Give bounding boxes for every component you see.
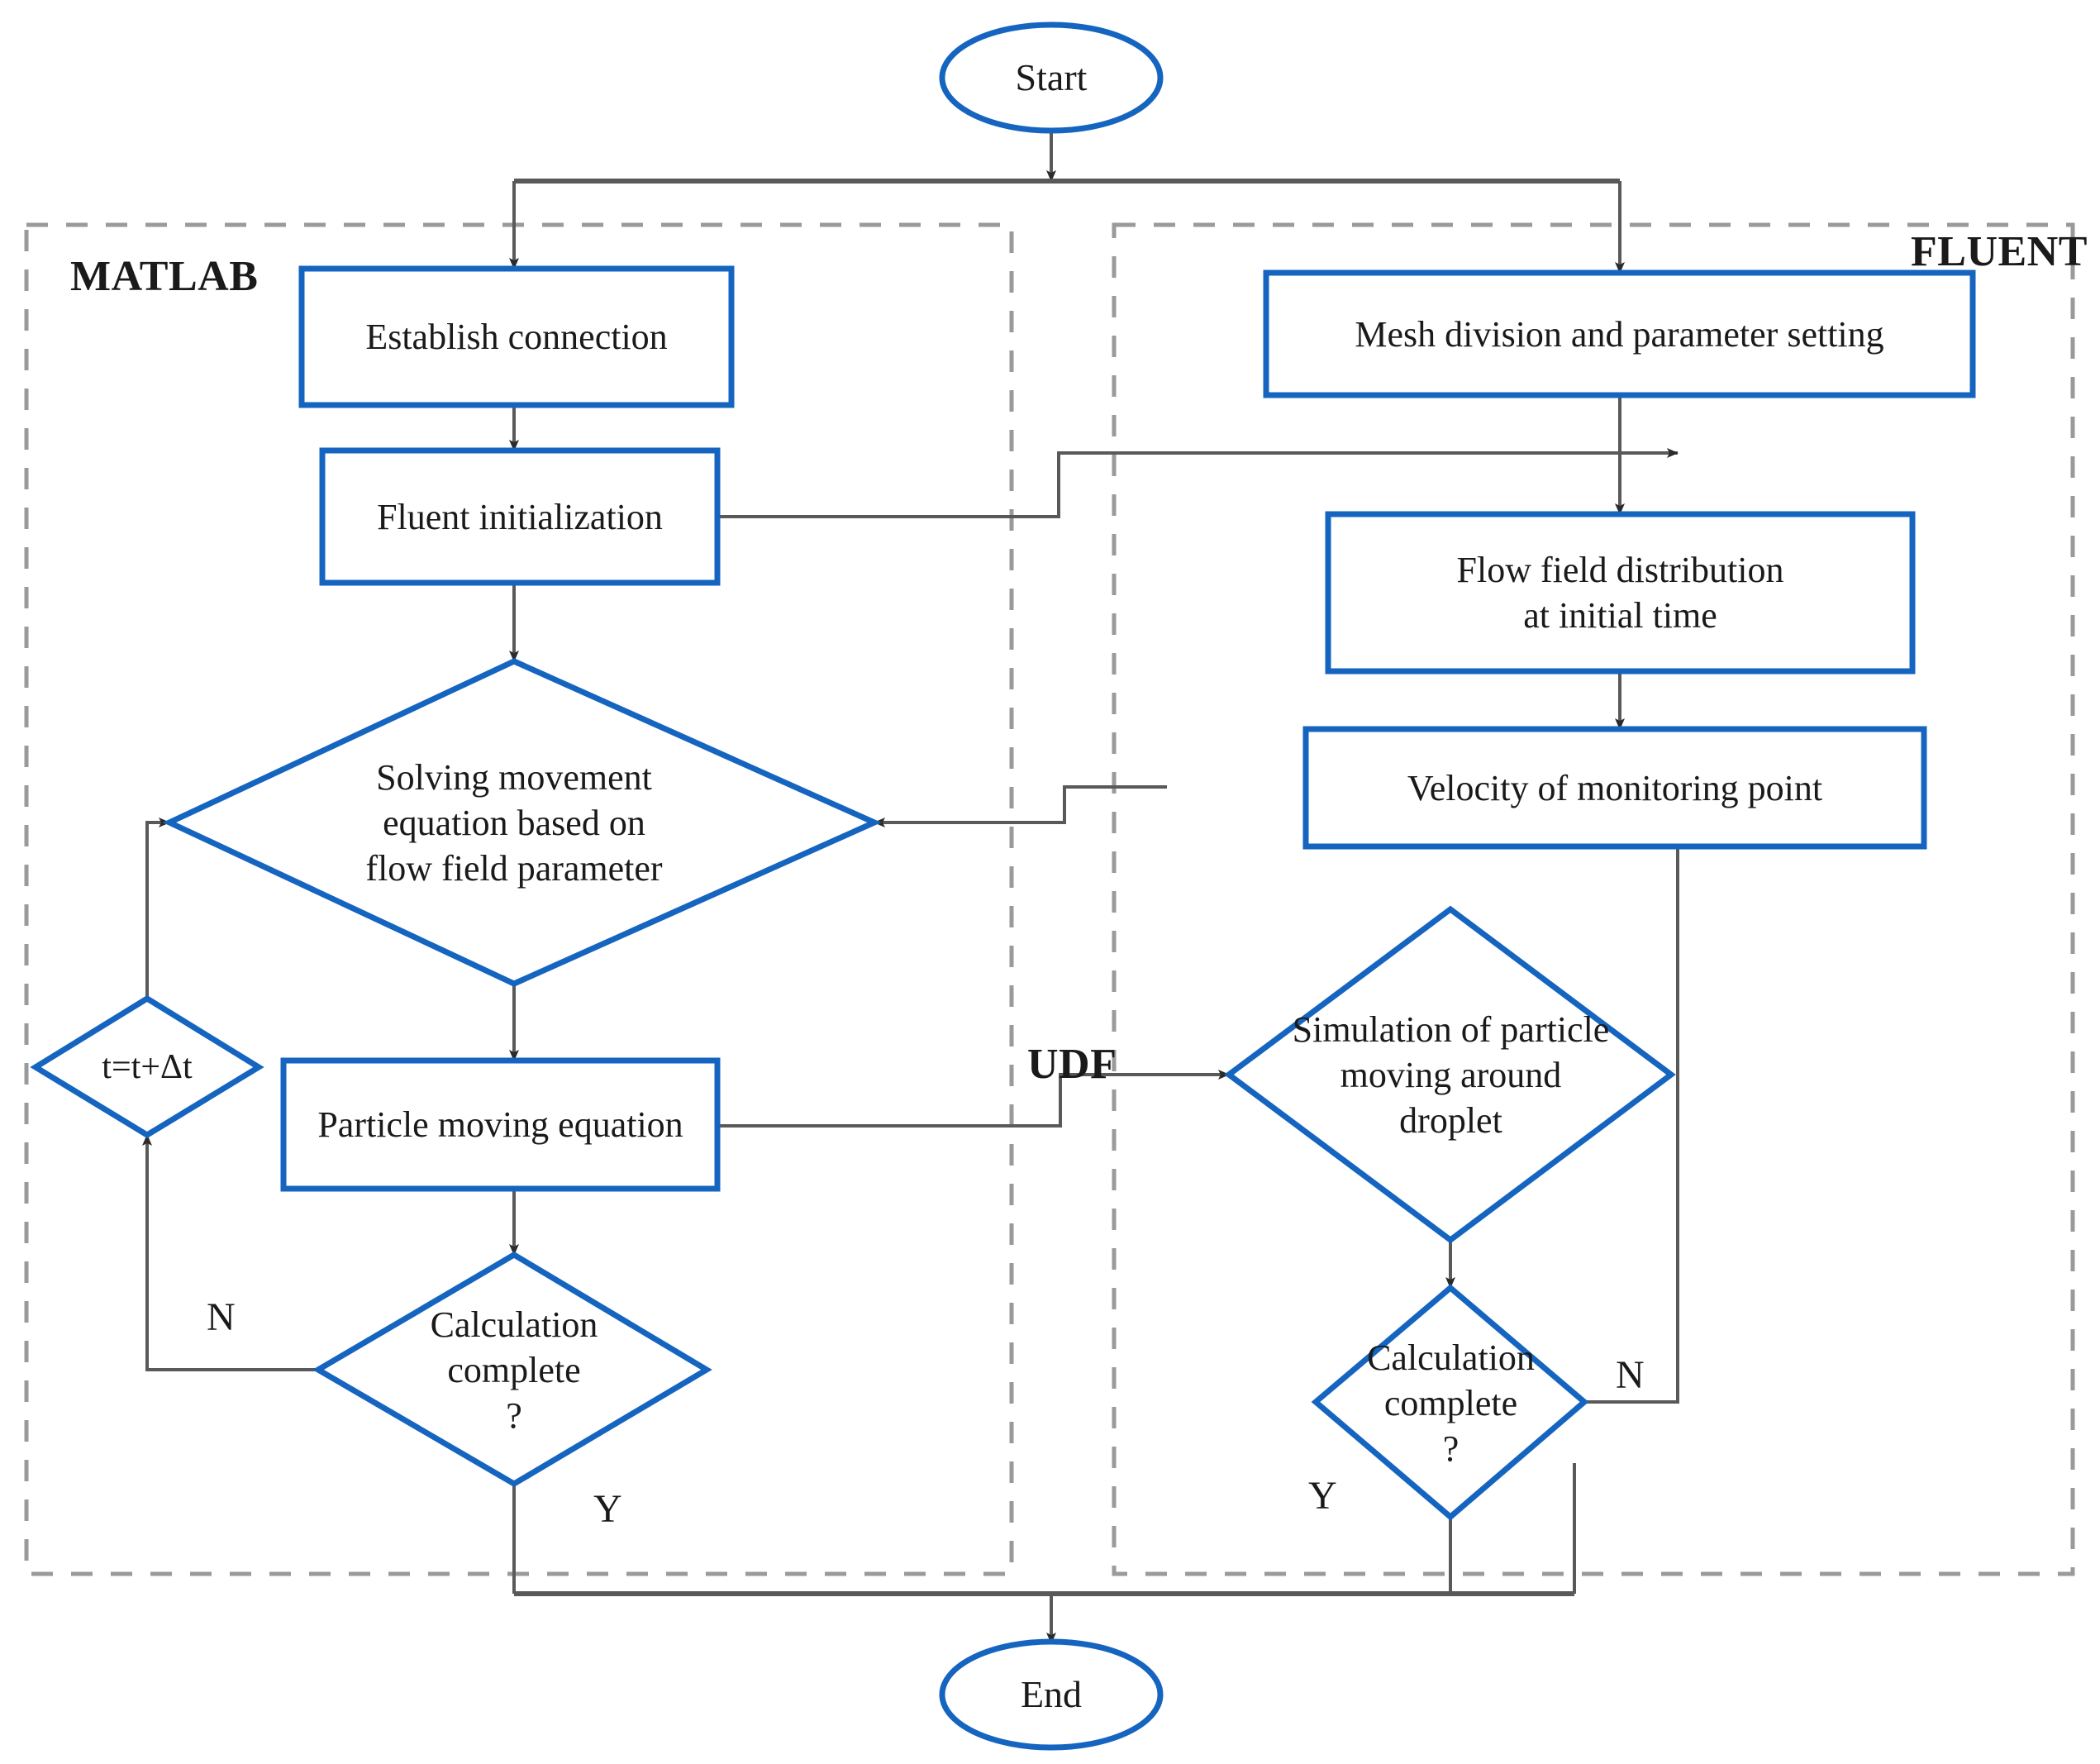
lane-fluent-border	[1112, 222, 2075, 1576]
edge-label-left-no: N	[207, 1295, 236, 1339]
node-velocity-shape[interactable]	[1302, 726, 1927, 850]
node-solving-shape[interactable]	[162, 658, 882, 987]
lane-matlab-border	[24, 222, 1014, 1576]
node-establish-shape[interactable]	[298, 265, 735, 408]
edge-init-to-fluent	[717, 448, 1679, 518]
node-timestep-shape[interactable]	[30, 994, 264, 1139]
lane-label-fluent: FLUENT	[1911, 228, 2088, 275]
edge-particle-to-simulation	[717, 1070, 1230, 1128]
edge-label-right-yes: Y	[1308, 1474, 1337, 1518]
node-init-shape[interactable]	[319, 447, 721, 586]
edge-label-left-yes: Y	[593, 1487, 622, 1531]
interface-label-udf: UDF	[1027, 1041, 1117, 1088]
node-particle-shape[interactable]	[280, 1057, 721, 1192]
edge-calcleft-no	[142, 1134, 318, 1371]
node-flowfield-shape[interactable]	[1325, 511, 1916, 675]
node-simulation-shape[interactable]	[1224, 905, 1676, 1244]
lane-label-matlab: MATLAB	[70, 253, 259, 300]
node-end-shape[interactable]	[939, 1638, 1164, 1751]
node-calcleft-shape[interactable]	[312, 1251, 712, 1488]
edge-timestep-to-solving	[145, 818, 170, 999]
edge-velocity-to-solving	[874, 785, 1167, 827]
edge-label-right-no: N	[1616, 1353, 1645, 1397]
node-mesh-shape[interactable]	[1263, 269, 1976, 398]
node-calcright-shape[interactable]	[1311, 1284, 1589, 1521]
node-start-shape[interactable]	[939, 21, 1164, 134]
